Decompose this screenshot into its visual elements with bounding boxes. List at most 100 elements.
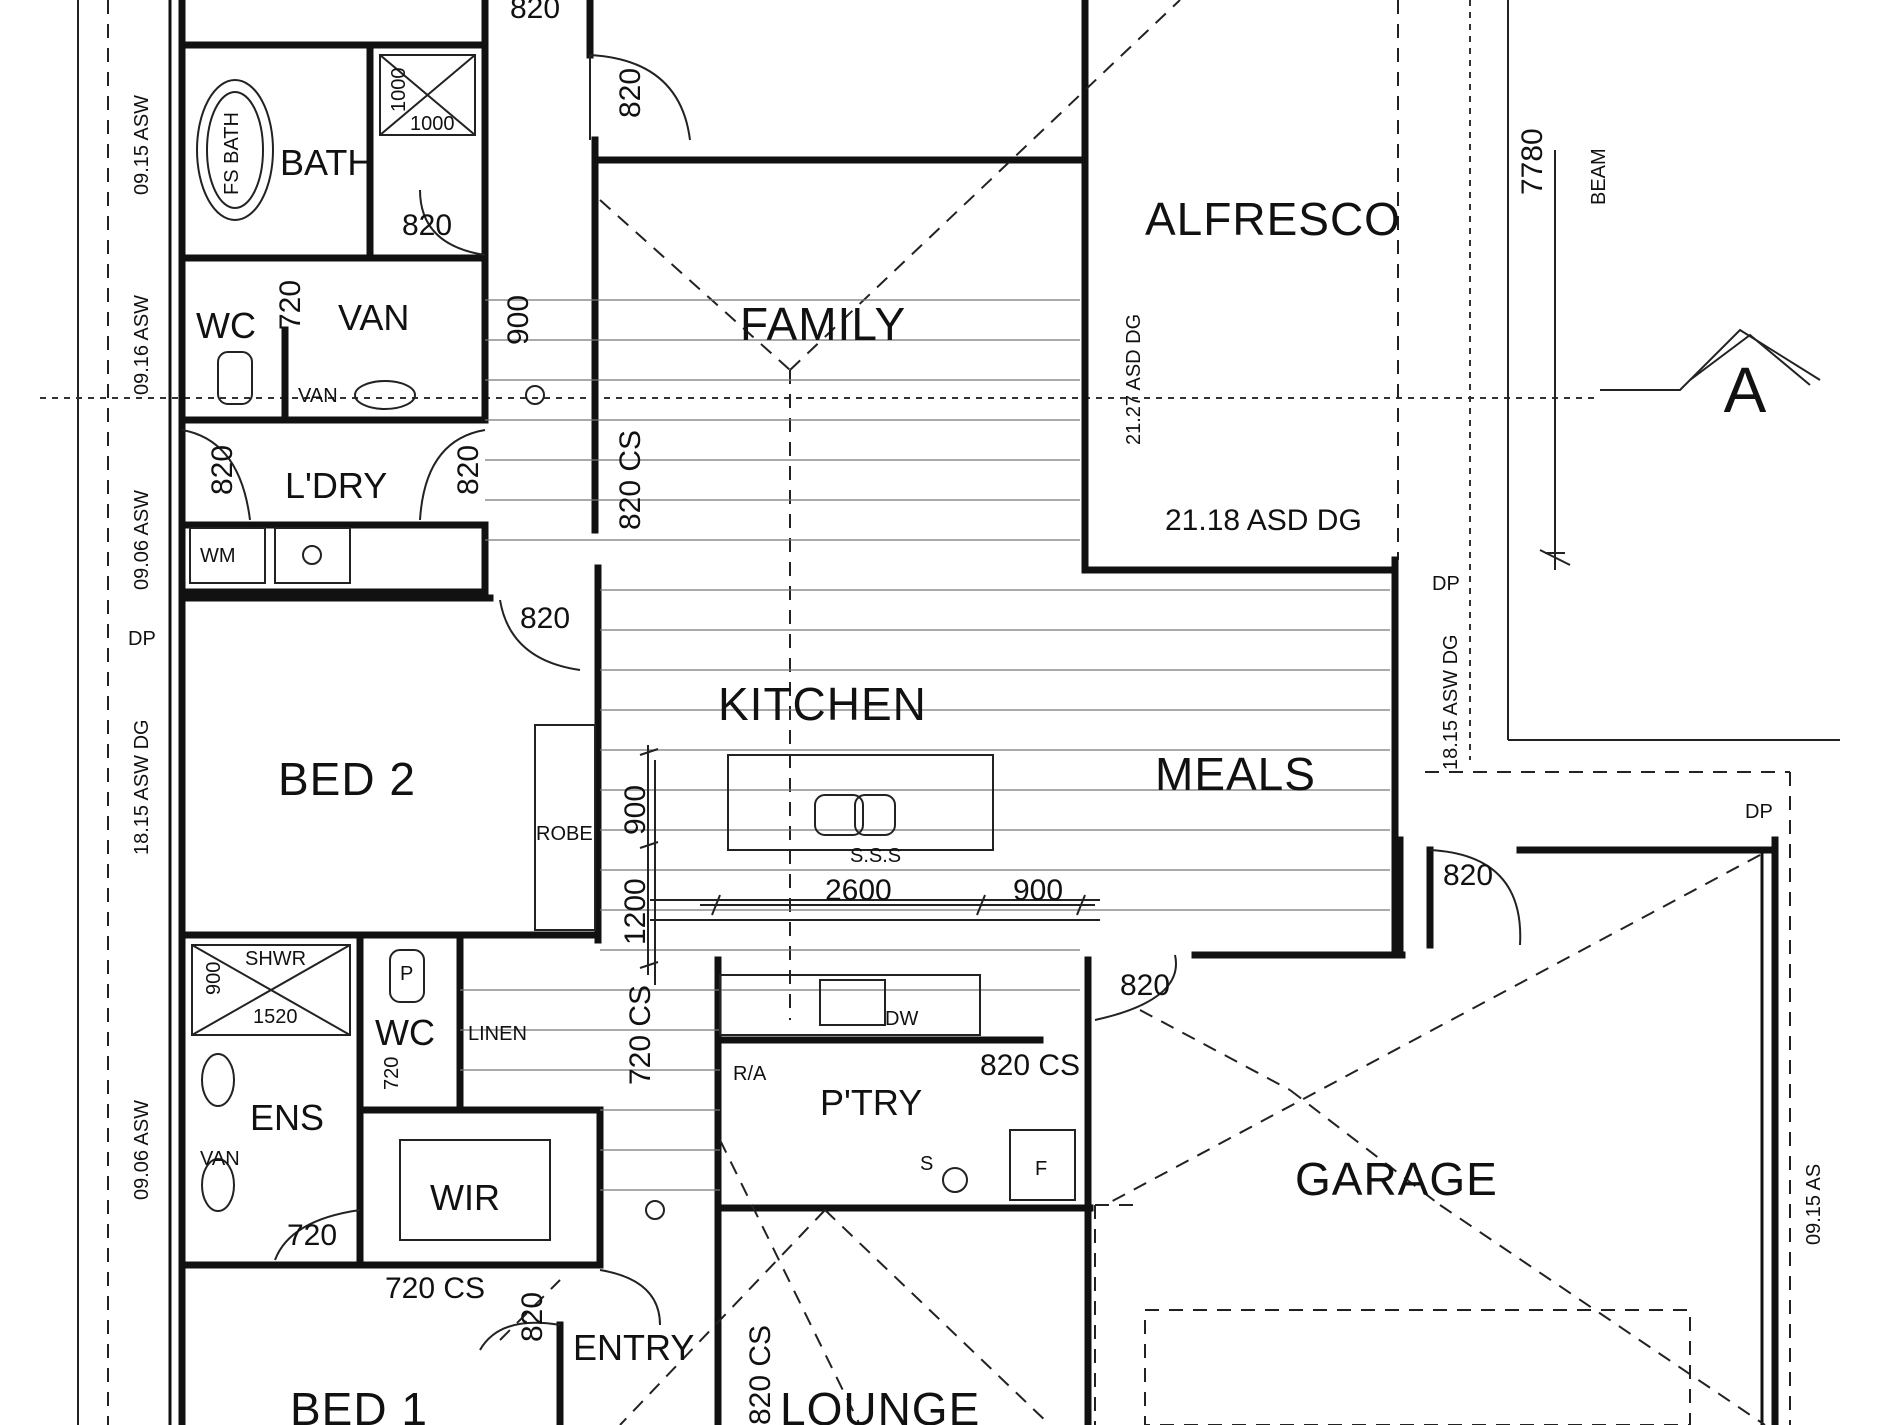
dim-820-cs-pantry: 820 CS <box>980 1049 1080 1082</box>
section-label: A <box>1724 354 1767 426</box>
ra-label: R/A <box>733 1063 767 1085</box>
dim-7780: 7780 <box>1516 128 1549 195</box>
dim-2600: 2600 <box>825 874 892 907</box>
room-wir: WIR <box>430 1177 500 1218</box>
room-alfresco: ALFRESCO <box>1145 193 1401 245</box>
bath-tub <box>196 79 274 221</box>
level-0916-asw: 09.16 ASW <box>131 295 153 395</box>
dim-820-meals: 820 <box>1120 969 1170 1002</box>
walls <box>168 0 1779 1425</box>
washing-machine <box>189 527 266 584</box>
room-laundry: L'DRY <box>285 465 387 506</box>
fs-bath-label: FS BATH <box>221 112 243 195</box>
garage-car-space <box>1144 1309 1691 1425</box>
beam-label: BEAM <box>1588 148 1610 205</box>
shower-label: SHWR <box>245 948 306 970</box>
p-label: P <box>400 963 413 985</box>
dim-820-ldry-right: 820 <box>452 445 485 495</box>
shower-top <box>379 54 476 136</box>
dim-820-entry: 820 <box>516 1292 549 1342</box>
level-0906-asw: 09.06 ASW <box>131 490 153 590</box>
vanity-basin-top <box>354 380 416 410</box>
dim-1520: 1520 <box>253 1006 298 1028</box>
door-swings <box>181 54 1522 1351</box>
fridge-space <box>1009 1129 1076 1201</box>
sink-left <box>814 794 864 836</box>
dim-820-bed2: 820 <box>520 602 570 635</box>
dp-garage-label: DP <box>1745 801 1773 823</box>
room-van-top: VAN <box>338 297 409 338</box>
room-meals: MEALS <box>1155 748 1316 800</box>
bathroom-fixtures <box>189 54 665 1241</box>
room-wc-top: WC <box>196 305 256 346</box>
sink-right <box>854 794 896 836</box>
dw-label: DW <box>885 1008 918 1030</box>
ens-basin-2 <box>201 1158 235 1212</box>
linen-label: LINEN <box>468 1023 527 1045</box>
robe <box>534 724 596 931</box>
dim-900-kitchen: 900 <box>619 785 652 835</box>
site-boundaries <box>40 0 1840 1425</box>
kitchen-fixtures <box>534 724 1100 1201</box>
dim-820-bath: 820 <box>402 209 452 242</box>
misc-labels: S.S.S DP DP DP BEAM F S DW P 7780 <box>128 128 1773 1180</box>
room-entry: ENTRY <box>573 1327 694 1368</box>
dishwasher <box>819 979 886 1026</box>
toilet-top <box>217 351 253 405</box>
level-1815-asw-left: 18.15 ASW DG <box>131 719 153 855</box>
level-labels: 09.15 ASW 09.16 ASW 09.06 ASW 18.15 ASW … <box>131 95 1825 1245</box>
section-marker: A <box>1600 328 1821 426</box>
level-0915-as: 09.15 AS <box>1803 1164 1825 1245</box>
wir-shelf <box>399 1139 551 1241</box>
level-2127-asd: 21.27 ASD DG <box>1123 314 1145 445</box>
ceiling-dash-lines <box>499 0 1766 1425</box>
van-small-label: VAN <box>298 385 338 407</box>
pantry-sink <box>942 1167 968 1193</box>
sss-label: S.S.S <box>850 845 901 867</box>
ens-basin-1 <box>201 1053 235 1107</box>
robe-label: ROBE <box>536 823 593 845</box>
dim-1000-b: 1000 <box>410 113 455 135</box>
room-bath: BATH <box>280 142 373 183</box>
laundry-trough <box>274 527 351 584</box>
room-lounge: LOUNGE <box>780 1383 980 1425</box>
dim-900-shower: 900 <box>203 962 225 995</box>
dp-right-label: DP <box>1432 573 1460 595</box>
sink-label: S <box>920 1153 933 1175</box>
dimension-lines <box>639 552 1565 975</box>
dim-820-cs-family: 820 CS <box>614 430 647 530</box>
dim-1000-a: 1000 <box>388 68 410 113</box>
room-ensuite: ENS <box>250 1097 324 1138</box>
dim-820-ldry-left: 820 <box>206 445 239 495</box>
room-garage: GARAGE <box>1295 1153 1498 1205</box>
dimension-labels: 820 820 1000 1000 820 720 900 820 820 82… <box>203 0 1493 1425</box>
room-labels: BATH FS BATH WC VAN VAN L'DRY WM FAMILY … <box>196 112 1498 1425</box>
floor-boards <box>460 299 1390 1191</box>
dim-900-bench: 900 <box>1013 874 1063 907</box>
dim-720-wc: 720 <box>274 280 307 330</box>
room-wc-ens: WC <box>375 1012 435 1053</box>
dim-820-cs-lounge: 820 CS <box>744 1325 777 1425</box>
dim-720-ens: 720 <box>287 1219 337 1252</box>
level-0915-asw: 09.15 ASW <box>131 95 153 195</box>
level-0906-asw-low: 09.06 ASW <box>131 1100 153 1200</box>
level-1815-asw-right: 18.15 ASW DG <box>1440 634 1462 770</box>
level-2118-asd: 21.18 ASD DG <box>1165 504 1362 537</box>
dim-820-door: 820 <box>614 68 647 118</box>
kitchen-island <box>727 754 994 851</box>
room-kitchen: KITCHEN <box>718 678 927 730</box>
dim-900-ldry: 900 <box>502 295 535 345</box>
wm-label: WM <box>200 545 236 567</box>
fridge-label: F <box>1035 1158 1047 1180</box>
room-pantry: P'TRY <box>820 1082 922 1123</box>
rear-bench <box>719 974 981 1036</box>
room-bed-1: BED 1 <box>290 1383 428 1425</box>
dim-1200-kitchen: 1200 <box>619 878 652 945</box>
dim-720-cs-wir: 720 CS <box>385 1272 485 1305</box>
van-ens-label: VAN <box>200 1148 240 1170</box>
dim-720-cs-ens: 720 CS <box>624 985 657 1085</box>
dp-left-label: DP <box>128 628 156 650</box>
dim-820-garage-door: 820 <box>1443 859 1493 892</box>
